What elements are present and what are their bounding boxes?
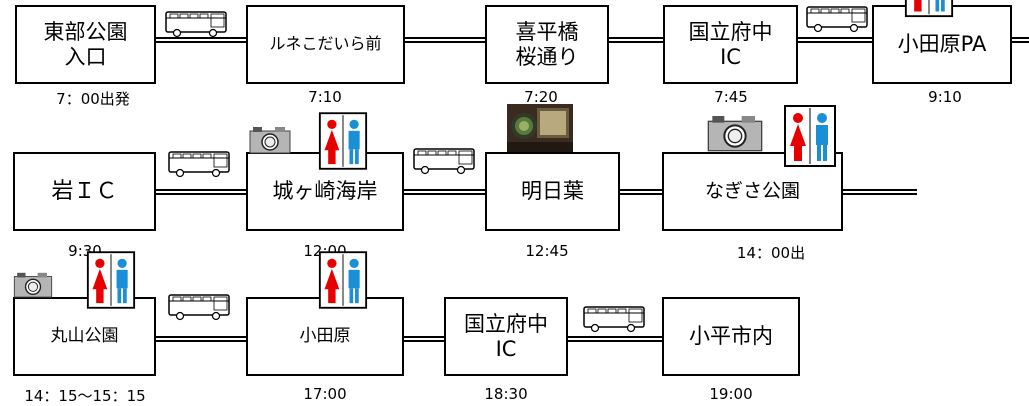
bus-icon <box>413 148 475 175</box>
route-connector <box>567 336 663 342</box>
stop-time: 14：00出 <box>736 244 806 262</box>
route-connector <box>155 37 247 43</box>
stop-box: 国立府中 IC <box>663 5 798 84</box>
route-connector <box>619 189 663 195</box>
stop-time: 17:00 <box>303 385 347 403</box>
route-connector <box>797 37 873 43</box>
stop-box: なぎさ公園 <box>662 152 843 231</box>
stop-time: 7:45 <box>714 88 748 106</box>
route-connector <box>404 37 486 43</box>
route-connector <box>155 189 247 195</box>
bus-icon <box>165 11 227 38</box>
stop-time: 7:20 <box>524 88 558 106</box>
stop-name: 城ヶ崎海岸 <box>272 179 378 204</box>
camera-icon <box>13 272 53 298</box>
stop-name: ルネこだいら前 <box>269 34 382 54</box>
stop-box: 東部公園 入口 <box>15 5 156 84</box>
stop-name: 小田原PA <box>897 32 987 57</box>
food-photo <box>507 104 573 152</box>
route-connector <box>842 189 917 195</box>
stop-box: 小田原PA <box>872 5 1012 84</box>
restroom-icon <box>318 112 368 170</box>
stop-name: 国立府中 IC <box>688 20 773 69</box>
stop-name: 明日葉 <box>521 179 584 204</box>
stop-box: 城ヶ崎海岸 <box>246 152 404 231</box>
restroom-icon <box>86 251 136 309</box>
stop-name: 国立府中 IC <box>464 312 548 361</box>
route-connector <box>403 336 445 342</box>
restroom-icon <box>318 251 368 309</box>
restroom-icon <box>904 0 954 18</box>
route-connector <box>403 189 486 195</box>
stop-name: 丸山公園 <box>50 325 119 346</box>
bus-icon <box>583 306 645 333</box>
stop-name: 岩ＩＣ <box>51 178 118 204</box>
route-connector <box>155 336 247 342</box>
camera-icon <box>707 115 763 152</box>
restroom-icon <box>784 105 836 167</box>
stop-name: 喜平橋 桜通り <box>515 20 579 69</box>
stop-box: 丸山公園 <box>13 297 156 376</box>
route-connector <box>608 37 664 43</box>
stop-time: 9:10 <box>928 88 962 106</box>
stop-name: 東部公園 入口 <box>43 20 128 69</box>
stop-time: 14：15～15：15 <box>24 387 146 405</box>
stop-box: 喜平橋 桜通り <box>485 5 609 84</box>
stop-name: なぎさ公園 <box>704 179 800 202</box>
stop-box: ルネこだいら前 <box>246 5 405 84</box>
stop-box: 小平市内 <box>662 297 800 376</box>
stop-name: 小平市内 <box>689 324 773 349</box>
route-connector <box>1011 37 1029 43</box>
stop-box: 明日葉 <box>485 152 620 231</box>
stop-time: 7:10 <box>308 88 342 106</box>
bus-icon <box>168 151 230 178</box>
stop-time: 18:30 <box>484 385 528 403</box>
stop-time: 19:00 <box>709 385 753 403</box>
camera-icon <box>249 126 291 154</box>
stop-name: 小田原 <box>299 325 351 346</box>
stop-time: 7：00出発 <box>56 90 130 108</box>
bus-icon <box>806 6 868 33</box>
bus-icon <box>168 294 230 321</box>
stop-box: 国立府中 IC <box>444 297 568 376</box>
stop-time: 12:45 <box>525 242 569 260</box>
stop-box: 岩ＩＣ <box>13 152 156 231</box>
